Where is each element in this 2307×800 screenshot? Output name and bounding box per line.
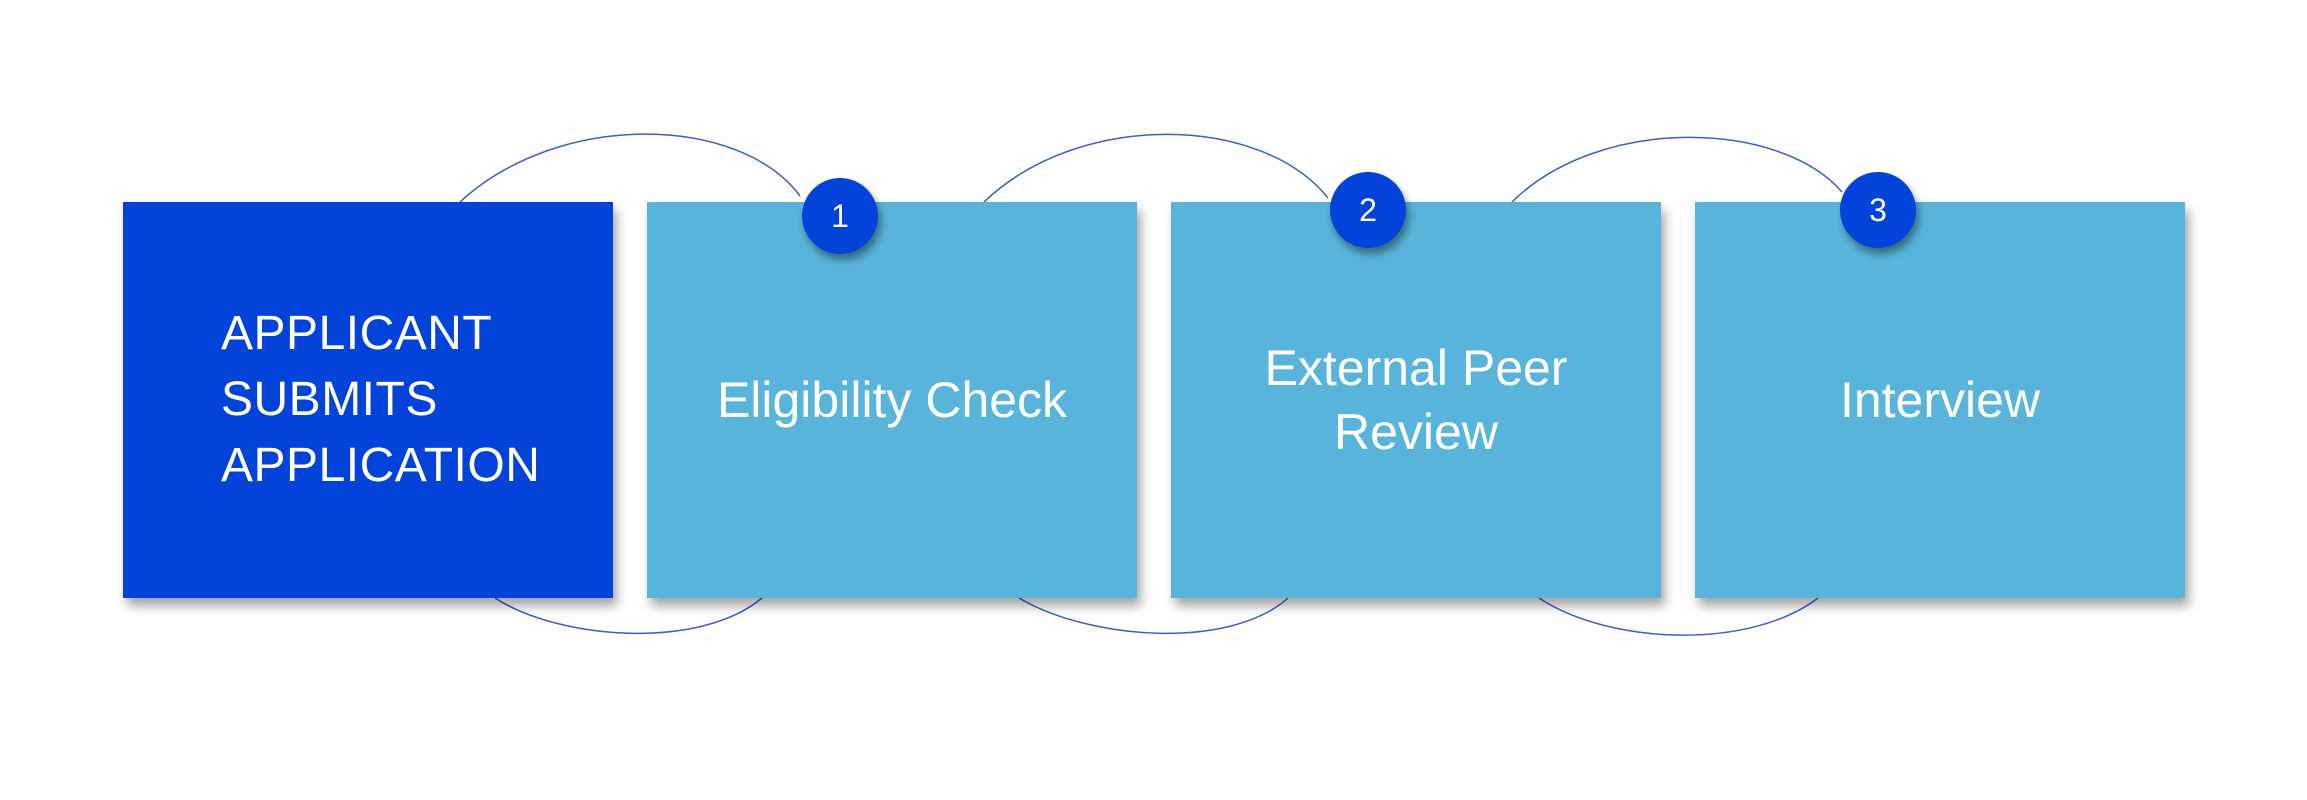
- step-1-number-badge: 1: [802, 178, 878, 254]
- step-2-number: 2: [1359, 191, 1377, 228]
- arc-bottom-2-to-3: [1538, 597, 1819, 636]
- arc-top-1-to-2: [983, 133, 1329, 203]
- step-2-number-badge: 2: [1330, 172, 1406, 248]
- arc-bottom-start-to-1: [494, 597, 763, 634]
- arc-bottom-1-to-2: [1018, 597, 1289, 634]
- start-box: APPLICANT SUBMITS APPLICATION: [123, 202, 613, 598]
- arc-top-2-to-3: [1511, 136, 1843, 203]
- step-3-number: 3: [1869, 191, 1887, 228]
- step-box-1: Eligibility Check: [647, 202, 1137, 598]
- step-2-label: External Peer Review: [1264, 340, 1568, 460]
- arc-top-start-to-1: [459, 133, 801, 203]
- step-box-3: Interview: [1695, 202, 2185, 598]
- step-1-number: 1: [831, 197, 849, 234]
- step-1-label: Eligibility Check: [716, 372, 1068, 428]
- step-3-label: Interview: [1839, 372, 2041, 428]
- start-box-label: APPLICANT SUBMITS APPLICATION: [221, 307, 541, 492]
- step-box-2: External Peer Review: [1171, 202, 1661, 598]
- step-3-number-badge: 3: [1840, 172, 1916, 248]
